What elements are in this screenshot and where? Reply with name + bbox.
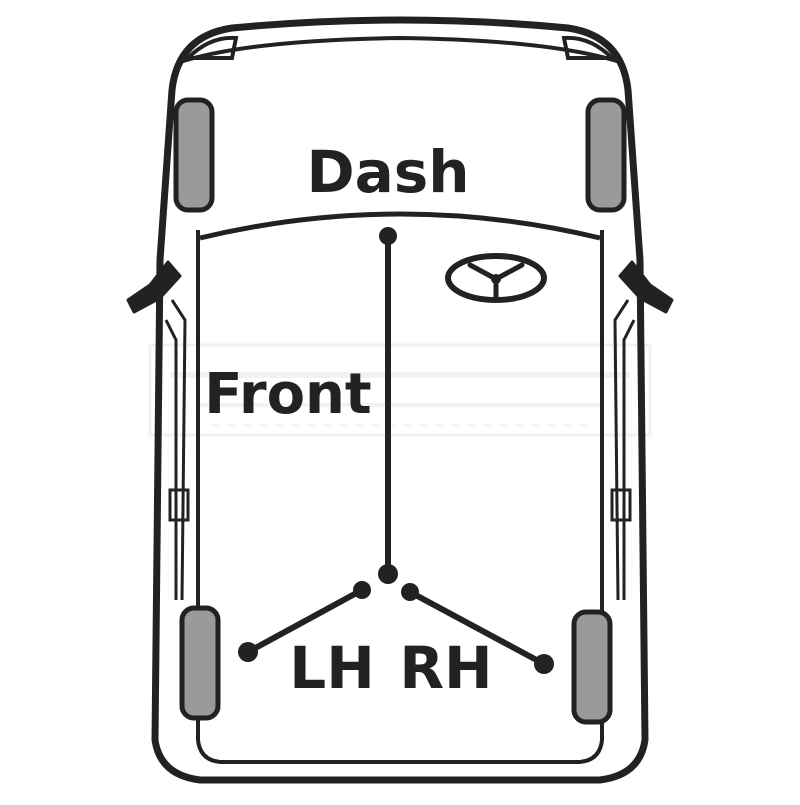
dashboard-line xyxy=(199,211,601,241)
right-headlight xyxy=(561,35,617,60)
left-headlight xyxy=(183,35,239,60)
lh-cable xyxy=(246,587,364,655)
steering-wheel-icon xyxy=(445,253,547,303)
lh-label: LH xyxy=(289,634,375,702)
rh-cable xyxy=(408,589,546,667)
rh-cable-wheel-end xyxy=(534,654,554,674)
front-panel-line xyxy=(179,35,621,64)
car-body-outline xyxy=(151,16,649,784)
lh-cable-inner-end xyxy=(353,581,371,599)
front-cable-dash-end xyxy=(379,227,397,245)
rear-right-wheel xyxy=(571,609,613,725)
rh-label: RH xyxy=(399,634,492,702)
watermark xyxy=(148,343,652,437)
right-mirror xyxy=(618,260,674,314)
inner-body-line xyxy=(196,230,604,764)
front-left-wheel xyxy=(173,97,215,213)
cable-junction xyxy=(378,564,398,584)
rh-cable-inner-end xyxy=(401,583,419,601)
left-sill xyxy=(164,299,190,601)
rear-left-wheel xyxy=(179,605,221,721)
dash-label: Dash xyxy=(306,138,469,206)
front-right-wheel xyxy=(585,97,627,213)
lh-cable-wheel-end xyxy=(238,642,258,662)
right-sill xyxy=(610,299,636,601)
front-label: Front xyxy=(204,362,371,427)
left-mirror xyxy=(126,260,182,314)
